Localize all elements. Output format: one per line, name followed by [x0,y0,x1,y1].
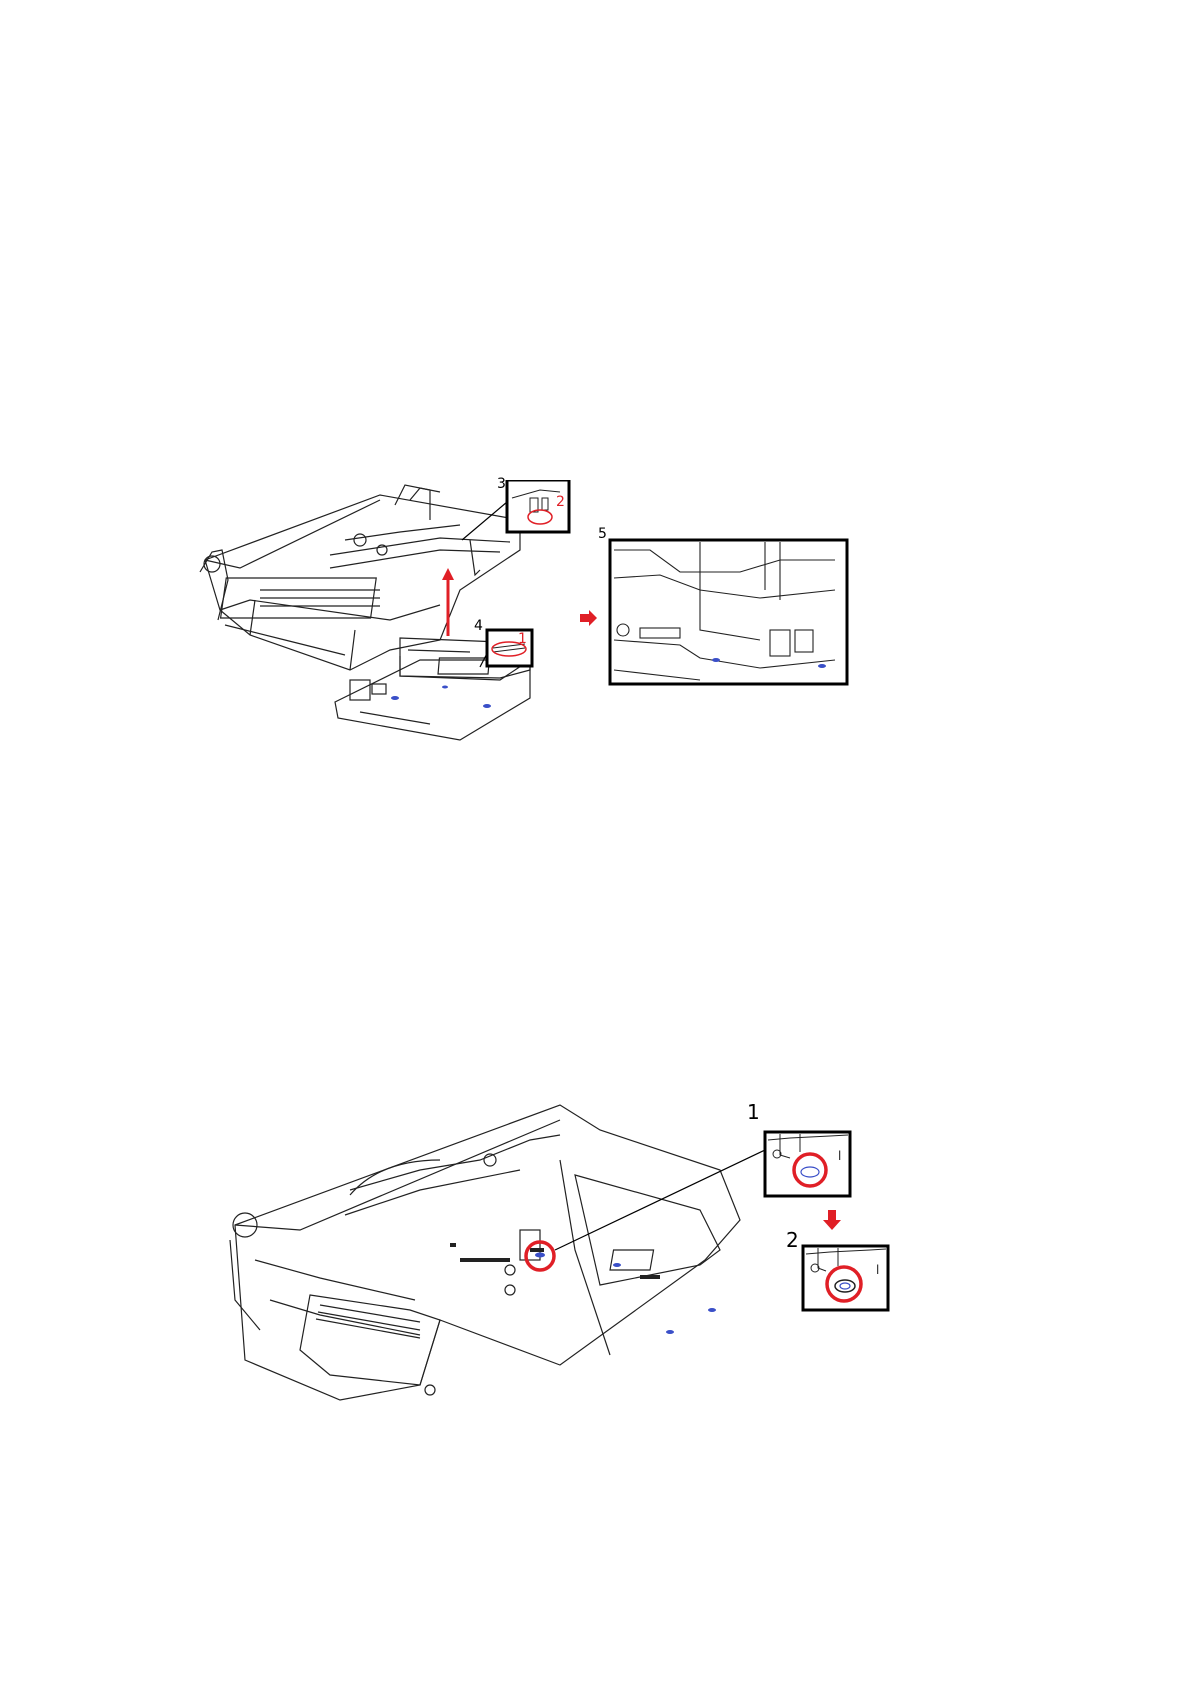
result-arrow [580,610,597,626]
figure-2-drawing: l l [0,1100,1191,1440]
pin-headers [450,1243,660,1279]
figure-2-board-screw: l l 1 2 [0,1100,1191,1440]
detail-box-1: l [765,1132,850,1196]
callout-3-label: 3 [497,476,506,492]
figure-1-drawing [0,480,1191,780]
board-blue-marks [391,686,491,709]
callout-1-label: 1 [747,1100,760,1124]
detail-box-2: l [803,1246,888,1310]
lift-arrow [442,568,454,636]
leader-line-1 [555,1150,765,1250]
main-chassis-drawing [200,485,520,670]
step-mark-2: 2 [556,494,565,510]
board-blue-marks-2 [535,1253,716,1335]
callout-2-label: 2 [786,1228,799,1252]
detail-box-5 [610,540,847,684]
svg-text:l: l [876,1263,879,1277]
chassis-underside-drawing [230,1105,740,1400]
figure-1-assembly: 3 4 5 2 1 [0,480,1191,780]
svg-text:l: l [838,1149,841,1163]
step-mark-1: 1 [518,631,527,647]
callout-5-label: 5 [598,526,607,542]
step-arrow-down [823,1210,841,1230]
callout-4-label: 4 [474,618,483,634]
